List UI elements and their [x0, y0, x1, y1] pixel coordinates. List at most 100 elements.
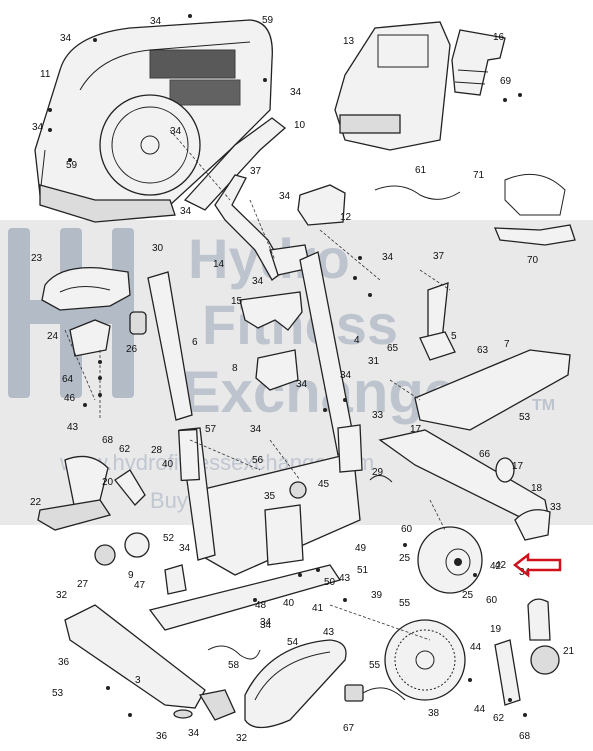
part-callout: 34 [170, 126, 182, 137]
highlight-arrow: 42 [490, 552, 562, 578]
part-callout: 71 [473, 170, 485, 181]
wire-harness-61 [374, 185, 461, 200]
part-callout: 25 [462, 590, 474, 601]
seat [41, 266, 131, 311]
pulley-hub [94, 544, 116, 566]
part-callout: 42 [495, 560, 507, 571]
strap [494, 224, 576, 246]
part-callout: 55 [399, 598, 411, 609]
part-callout: 34 [180, 206, 192, 217]
part-callout: 14 [213, 259, 225, 270]
part-callout: 33 [550, 502, 562, 513]
part-callout: 60 [486, 595, 498, 606]
part-callout: 43 [323, 627, 335, 638]
part-callout: 20 [102, 477, 114, 488]
part-callout: 37 [250, 166, 262, 177]
part-callout: 35 [264, 491, 276, 502]
part-callout: 15 [231, 296, 243, 307]
part-callout: 69 [500, 76, 512, 87]
part-callout: 8 [232, 363, 238, 374]
part-callout: 9 [128, 570, 134, 581]
part-callout: 59 [66, 160, 78, 171]
part-callout: 24 [47, 331, 59, 342]
part-callout: 63 [477, 345, 489, 356]
wire-harness-58 [207, 645, 261, 660]
part-callout: 34 [250, 424, 262, 435]
part-callout: 28 [151, 445, 163, 456]
part-callout: 70 [527, 255, 539, 266]
part-callout: 6 [192, 337, 198, 348]
strap-loop [504, 173, 566, 216]
handlebar [214, 174, 449, 346]
part-callout: 31 [368, 356, 380, 367]
part-callout: 66 [479, 449, 491, 460]
drive-pulley [384, 619, 466, 701]
watermark-brand-line-3: Exchange [182, 360, 456, 425]
front-stabilizer [64, 604, 206, 709]
part-callout: 51 [357, 565, 369, 576]
part-callout: 5 [451, 331, 457, 342]
part-callout: 60 [401, 524, 413, 535]
part-callout: 64 [62, 374, 74, 385]
part-callout: 18 [531, 483, 543, 494]
part-callout: 34 [32, 122, 44, 133]
part-callout: 13 [343, 36, 355, 47]
stabilizer-cap [198, 689, 236, 721]
part-callout: 34 [260, 620, 272, 631]
part-callout: 4 [354, 335, 360, 346]
part-callout: 34 [260, 617, 272, 628]
part-callout: 50 [324, 577, 336, 588]
part-callout: 23 [31, 253, 43, 264]
part-callout: 27 [77, 579, 89, 590]
part-callout: 34 [188, 728, 200, 739]
part-callout: 68 [102, 435, 114, 446]
part-callout: 67 [343, 723, 355, 734]
axle-line [329, 604, 431, 641]
rack [239, 291, 303, 331]
wire-harness-29 [369, 475, 393, 483]
part-callout: 10 [294, 120, 306, 131]
part-callout: 37 [433, 251, 445, 262]
stabilizer-shroud [414, 349, 571, 431]
power-adapter [344, 684, 406, 702]
seat-post [147, 271, 193, 421]
leveling-foot [173, 709, 193, 719]
red-arrow-icon [512, 552, 562, 578]
part-callout: 68 [519, 731, 531, 742]
part-callout: 26 [126, 344, 138, 355]
part-callout: 32 [56, 590, 68, 601]
part-callout: 34 [60, 33, 72, 44]
part-callout: 61 [415, 165, 427, 176]
part-callout: 53 [52, 688, 64, 699]
seat-bracket [69, 319, 111, 357]
left-shroud [34, 19, 273, 223]
part-callout: 59 [262, 15, 274, 26]
part-callout: 34 [382, 252, 394, 263]
part-callout: 48 [255, 600, 267, 611]
part-callout: 43 [339, 573, 351, 584]
pedal-assembly [37, 455, 146, 531]
part-callout: 40 [283, 598, 295, 609]
endcap-33 [514, 509, 551, 541]
part-callout: 53 [519, 412, 531, 423]
part-callout: 11 [40, 69, 51, 80]
part-callout: 22 [30, 497, 42, 508]
part-callout: 12 [340, 212, 352, 223]
watermark-logo-icon [8, 228, 134, 398]
part-callout: 7 [504, 339, 510, 350]
part-callout: 46 [64, 393, 76, 404]
part-callout: 34 [279, 191, 291, 202]
part-callout: 21 [563, 646, 575, 657]
part-callout: 34 [340, 370, 352, 381]
crank-arm-19 [494, 639, 521, 706]
part-callout: 34 [252, 276, 264, 287]
part-callout: 52 [163, 533, 175, 544]
part-callout: 45 [318, 479, 330, 490]
console-mount [451, 29, 506, 96]
part-callout: 30 [152, 243, 164, 254]
drive-belt [244, 639, 347, 729]
part-callout: 34 [150, 16, 162, 27]
part-callout: 25 [399, 553, 411, 564]
motor-bracket [264, 504, 304, 566]
cup-holder [255, 349, 299, 391]
